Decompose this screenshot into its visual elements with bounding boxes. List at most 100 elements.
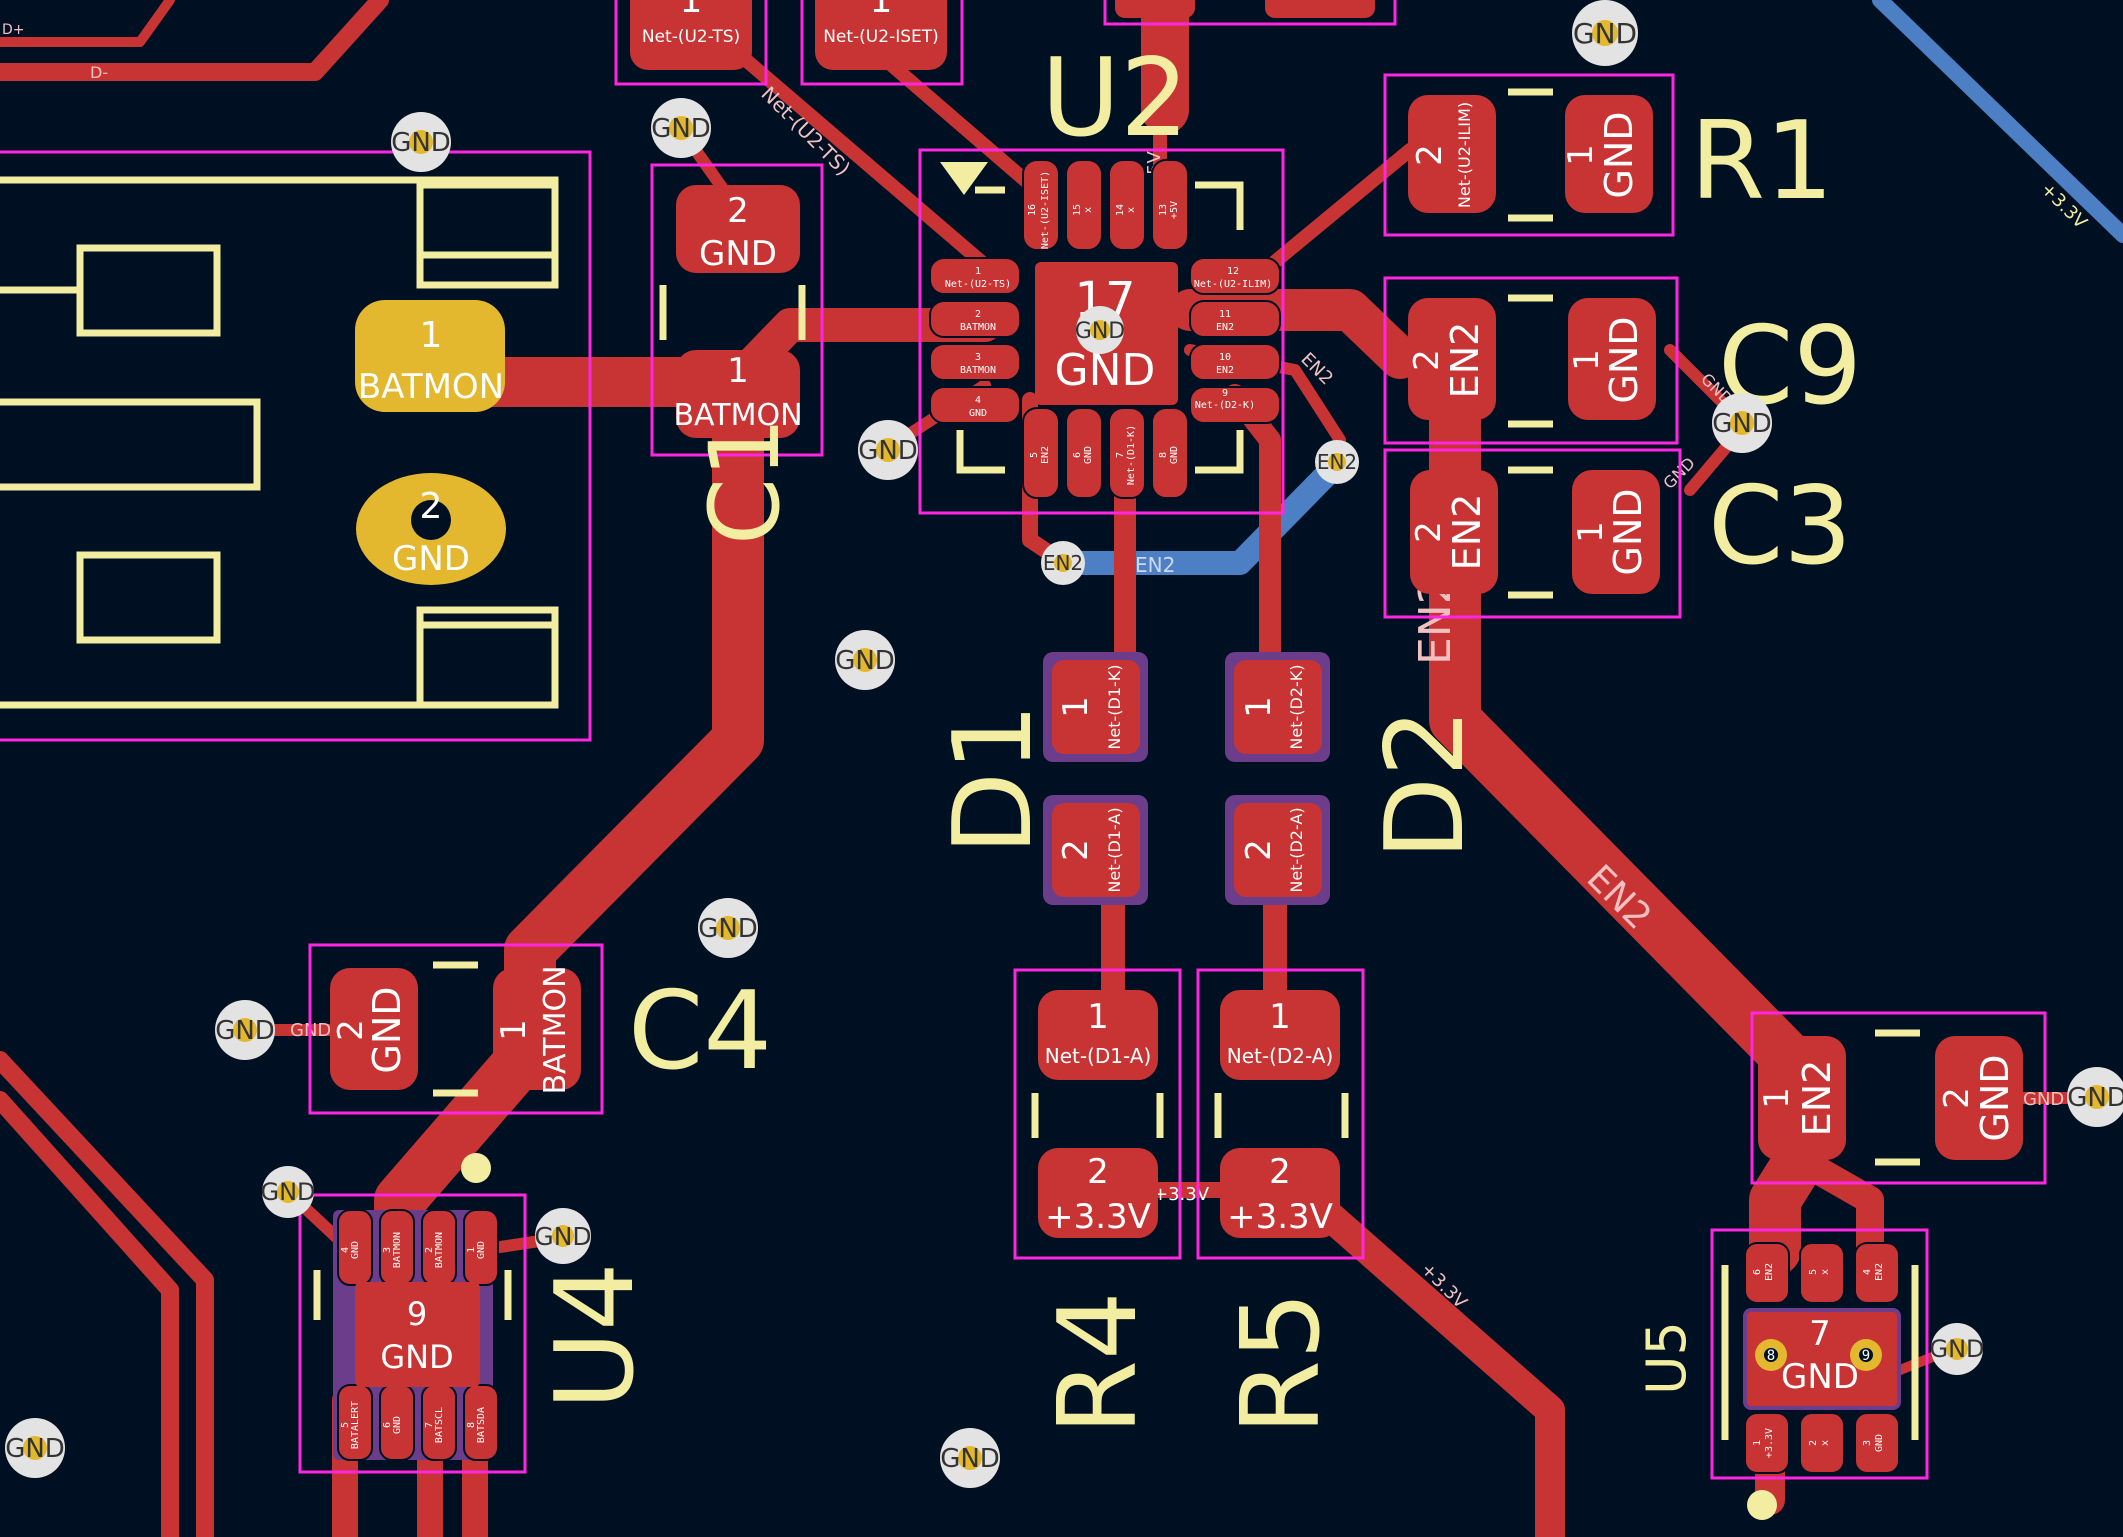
r1-refdes: R1 (1690, 99, 1834, 224)
via-gnd: GND (5, 1418, 65, 1478)
trace-en2-u5 (1786, 1146, 1884, 1264)
d2-pad-1 (1234, 660, 1322, 754)
u5-ic: 8 9 7 GND 6 EN2 5 x 4 EN2 1 +3.3V 2 x 3 … (1635, 1242, 1901, 1474)
u4-pin7-num: 7 (424, 1422, 435, 1428)
u2-pin-7 (1108, 407, 1146, 499)
u4-pin4-num: 4 (340, 1247, 351, 1253)
c9-pad-2 (1408, 298, 1496, 420)
r4-pad-1 (1038, 990, 1158, 1080)
d1-pad-1 (1052, 660, 1140, 754)
u4-pin1-num: 1 (466, 1247, 477, 1253)
via-gnd: GND (940, 1428, 1000, 1488)
trace-d-plus (0, 0, 175, 47)
label-d-plus: D+ (2, 22, 25, 38)
courtyard-r1 (1383, 73, 1675, 237)
label-gnd-c-en: GND (2023, 1089, 2064, 1110)
c9-capacitor: 2 EN2 1 GND C9 (1407, 298, 1862, 429)
silk-u2-tr (1195, 181, 1244, 230)
r4-p2-net: +3.3V (1045, 1197, 1151, 1237)
u2-pin11-net: EN2 (1216, 322, 1234, 333)
u5-pin4-net: EN2 (1874, 1263, 1885, 1281)
r1-p1-num: 1 (1561, 144, 1601, 166)
c4-p1-num: 1 (494, 1019, 534, 1041)
r5-pad-2 (1220, 1148, 1340, 1238)
pad-top-ts (630, 0, 752, 70)
u2-pin7-net: Net-(D1-K) (1126, 425, 1137, 485)
u4-pin3-net: BATMON (392, 1232, 403, 1268)
c4-refdes: C4 (628, 969, 772, 1094)
c3-p1-num: 1 (1571, 521, 1611, 543)
d2-p2-net: Net-(D2-A) (1287, 807, 1306, 892)
u2-pin15-num: 15 (1072, 204, 1083, 216)
u2-pin4-num: 4 (975, 395, 981, 406)
u2-pin4-net: GND (969, 408, 987, 419)
u2-pin10-net: EN2 (1216, 365, 1234, 376)
u2-pin-2 (929, 300, 1021, 338)
bat-p1-net: BATMON (358, 367, 504, 407)
u2-qfn16: 1 Net-(U2-TS) 2 BATMON 3 BATMON 4 GND 12… (929, 36, 1281, 499)
top-ts-pad: 1 Net-(U2-TS) (630, 0, 752, 70)
c3-p2-net: EN2 (1445, 494, 1489, 571)
u2-pin11-num: 11 (1219, 309, 1231, 320)
u5-ep-net: GND (1781, 1357, 1859, 1397)
via-gnd-label: GND (1929, 1335, 1984, 1363)
via-gnd-label: GND (835, 646, 895, 676)
label-en2-back: EN2 (1135, 553, 1175, 577)
u5-via9-num: 9 (1862, 1348, 1870, 1364)
via-gnd-label: GND (1573, 17, 1637, 50)
r4-p1-num: 1 (1087, 997, 1109, 1037)
trace-3v3-back (1872, 0, 2123, 243)
via-gnd-label: GND (1075, 319, 1125, 344)
u2-pin5-net: EN2 (1040, 446, 1051, 464)
bat-p2-num: 2 (420, 486, 443, 527)
u5-pin-4 (1854, 1242, 1900, 1304)
courtyard-c3 (1383, 448, 1682, 619)
silk-u2-pin1-marker (940, 162, 988, 195)
u5-pin2-net: x (1820, 1440, 1831, 1446)
u2-pin13-num: 13 (1158, 204, 1169, 216)
pad-top-iset-net: Net-(U2-ISET) (823, 27, 939, 47)
r1-p1-net: GND (1597, 111, 1641, 198)
c1-pad-1 (676, 350, 800, 438)
u5-pin-2 (1799, 1412, 1845, 1474)
c4-p1-net: BATMON (538, 965, 573, 1094)
u5-thermal-via-8-hole (1764, 1348, 1778, 1362)
silkscreen-shapes (0, 88, 1920, 1440)
c-en-p1-num: 1 (1757, 1087, 1797, 1109)
c1-pad-2 (676, 185, 800, 273)
r4-refdes: R4 (1036, 1291, 1161, 1435)
c-en-p2-net: GND (1973, 1054, 2017, 1141)
u2-pin9-net: Net-(D2-K) (1195, 400, 1255, 411)
u2-pin-8 (1151, 407, 1189, 499)
u2-pin2-net: BATMON (960, 322, 996, 333)
u2-pin-13 (1151, 159, 1189, 251)
r4-pad-2 (1038, 1148, 1158, 1238)
u4-pin1-net: GND (476, 1241, 487, 1259)
r5-resistor: 1 Net-(D2-A) 2 +3.3V R5 (1219, 990, 1344, 1435)
c1-p2-num: 2 (727, 191, 749, 231)
u5-pin5-net: x (1820, 1269, 1831, 1275)
u5-refdes: U5 (1635, 1321, 1698, 1395)
u4-pin-1 (463, 1209, 499, 1286)
r5-refdes: R5 (1219, 1291, 1344, 1435)
d1-p2-net: Net-(D1-A) (1105, 807, 1124, 892)
c3-pad-1 (1572, 470, 1660, 594)
r1-pad-2 (1408, 95, 1496, 213)
via-gnd: GND (651, 98, 711, 158)
silk-u2-br (1195, 430, 1244, 474)
trace-d-minus (0, 0, 389, 81)
u2-pin-16 (1022, 159, 1060, 251)
u5-pin6-net: EN2 (1764, 1263, 1775, 1281)
u2-pin6-num: 6 (1072, 452, 1083, 458)
silk-battery-box-3 (76, 551, 221, 644)
u2-pin7-num: 7 (1115, 452, 1126, 458)
u2-pin5-num: 5 (1029, 452, 1040, 458)
pad-top-right (1265, 0, 1375, 18)
u2-pin15-net: x (1083, 207, 1094, 213)
trace-u2-ts (733, 48, 992, 272)
d2-refdes: D2 (1363, 708, 1488, 860)
u4-pin8-net: BATSDA (476, 1407, 487, 1443)
u2-pin1-net: Net-(U2-TS) (945, 279, 1011, 290)
r5-p1-num: 1 (1269, 997, 1291, 1037)
u2-pin3-net: BATMON (960, 365, 996, 376)
